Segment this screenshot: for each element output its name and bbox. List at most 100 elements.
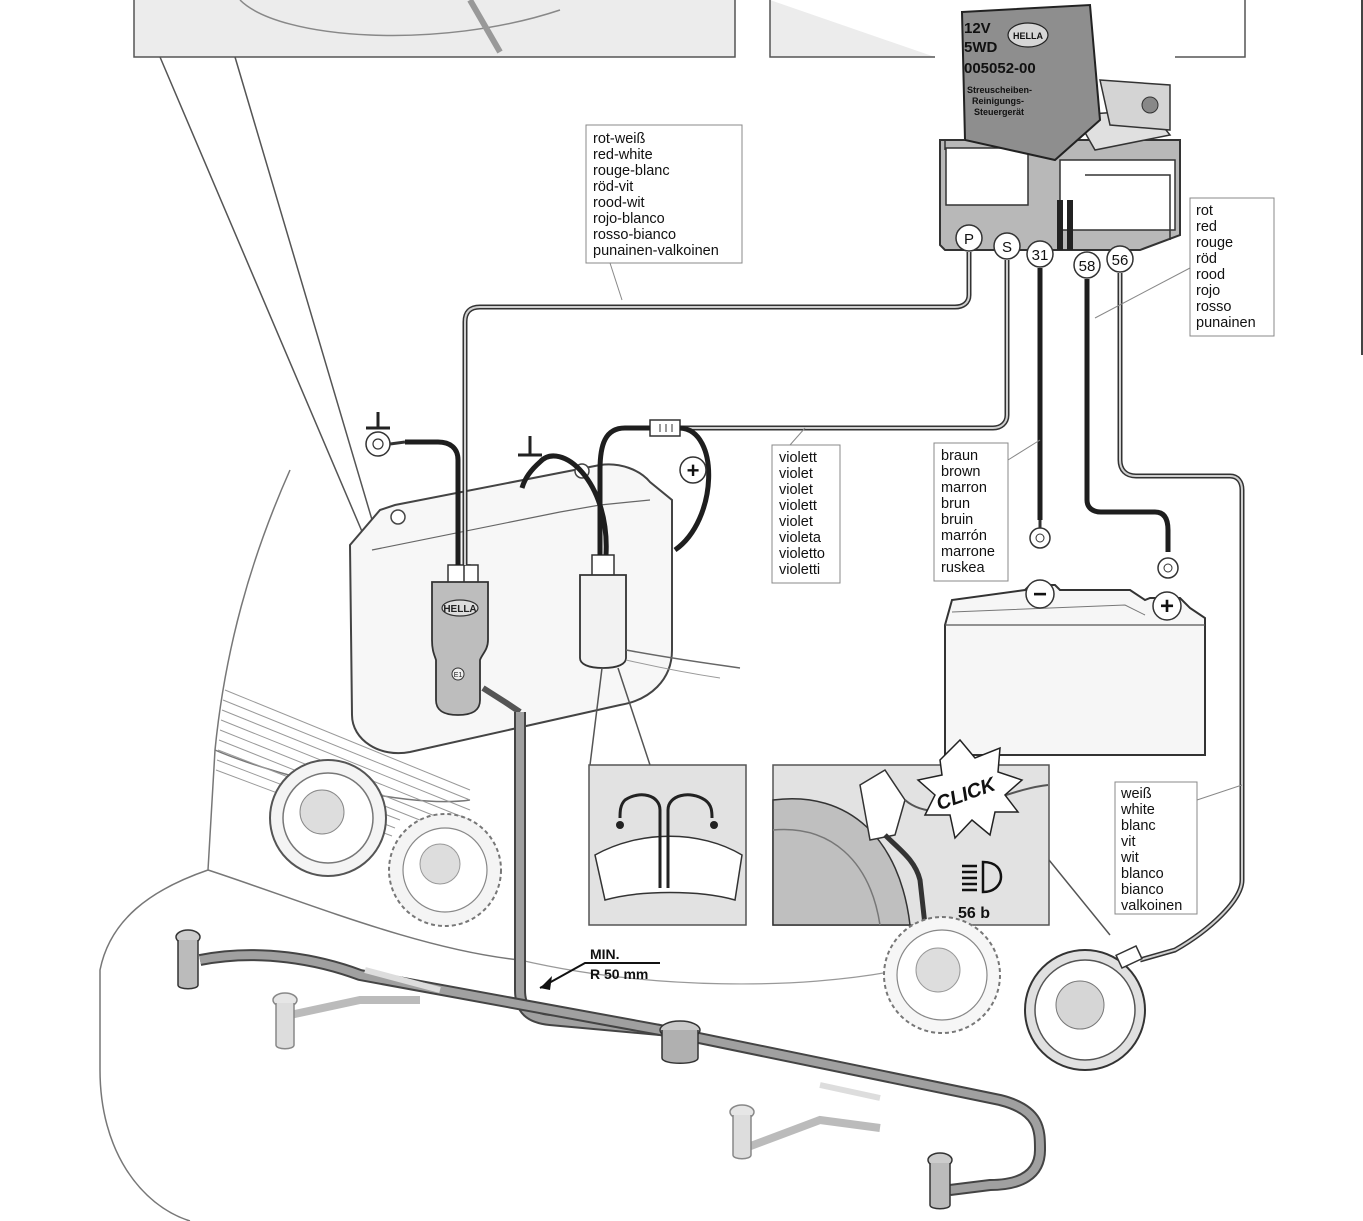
click-burst: CLICK	[916, 738, 1024, 840]
label-white-6: bianco	[1121, 882, 1164, 898]
label-white-4: wit	[1120, 850, 1139, 866]
nozzle-2	[272, 992, 298, 1050]
vehicle-body	[99, 469, 901, 1221]
label-violet-6: violetto	[779, 546, 825, 562]
terminal-s-label: S	[1002, 239, 1012, 256]
pump-mark: E1	[454, 672, 463, 679]
label-violet-7: violetti	[779, 562, 820, 578]
label-brown-6: marrone	[941, 544, 995, 560]
label-red-white-1: red-white	[593, 147, 653, 163]
level-sensor	[579, 554, 741, 679]
reservoir-plus-marker: +	[679, 456, 707, 484]
label-brown-1: brown	[941, 464, 981, 480]
label-red: rot red rouge röd rood rojo rosso punain…	[1094, 197, 1275, 337]
terminal-31: 31	[1026, 240, 1054, 268]
nozzle-4	[927, 1152, 953, 1210]
label-brown-3: brun	[941, 496, 970, 512]
relay-model: 5WD	[964, 39, 998, 56]
label-violet-2: violet	[779, 482, 813, 498]
label-white-2: blanc	[1121, 818, 1156, 834]
bend-radius-min: MIN.	[590, 946, 620, 962]
wire-violet	[597, 260, 1010, 555]
aux-lamp-dashed	[883, 916, 1001, 1034]
label-red-6: rosso	[1196, 299, 1231, 315]
battery-minus-symbol: −	[1033, 581, 1047, 608]
washer-reservoir	[348, 463, 673, 755]
label-red-white-2: rouge-blanc	[593, 163, 670, 179]
label-red-1: red	[1196, 219, 1217, 235]
wire-ground-pump	[365, 412, 461, 565]
terminal-58-label: 58	[1079, 258, 1096, 275]
light-code: 56 b	[958, 905, 990, 922]
hose-system	[175, 712, 1047, 1210]
label-white-1: white	[1120, 802, 1155, 818]
reservoir-plus-symbol: +	[687, 458, 700, 483]
terminal-56: 56	[1106, 245, 1134, 273]
relay-control-unit: HELLA 12V 5WD 005052-00 Streuscheiben- R…	[939, 3, 1181, 251]
battery-plus-terminal: +	[1152, 591, 1182, 621]
wire-red	[1084, 279, 1179, 579]
label-red-2: rouge	[1196, 235, 1233, 251]
label-red-white-5: rojo-blanco	[593, 211, 665, 227]
label-red-white-3: röd-vit	[593, 179, 633, 195]
bend-radius-value: R 50 mm	[590, 966, 648, 982]
label-red-5: rojo	[1196, 283, 1220, 299]
headlamp-left	[269, 759, 387, 877]
wire-ground-sensor	[518, 436, 609, 556]
battery: − +	[944, 579, 1206, 756]
wire-white	[1117, 273, 1245, 963]
terminal-markers: P S 31 58 56	[955, 224, 1134, 279]
relay-voltage: 12V	[964, 20, 991, 37]
label-red-4: rood	[1196, 267, 1225, 283]
label-red-white-0: rot-weiß	[593, 131, 646, 147]
label-red-3: röd	[1196, 251, 1217, 267]
label-brown-2: marron	[941, 480, 987, 496]
battery-minus-terminal: −	[1025, 579, 1055, 609]
detail-frame-left	[133, 0, 736, 556]
aux-lamp-main	[1024, 945, 1146, 1071]
label-red-white-4: rood-wit	[593, 195, 645, 211]
label-violet: violett violet violet violett violet vio…	[771, 427, 841, 584]
wire-red-white	[462, 252, 972, 565]
terminal-56-label: 56	[1112, 252, 1129, 269]
relay-part-number: 005052-00	[964, 60, 1036, 77]
terminal-p: P	[955, 224, 983, 252]
label-white: weiß white blanc vit wit blanco bianco v…	[1114, 781, 1243, 915]
label-white-7: valkoinen	[1121, 898, 1182, 914]
inset-spray-detail	[588, 667, 747, 926]
label-white-3: vit	[1121, 834, 1136, 850]
pump-brand: HELLA	[443, 604, 476, 615]
label-brown-0: braun	[941, 448, 978, 464]
label-red-white-6: rosso-bianco	[593, 227, 676, 243]
label-violet-0: violett	[779, 450, 817, 466]
label-brown-5: marrón	[941, 528, 987, 544]
washer-pump: HELLA E1	[431, 564, 522, 716]
headlamp-right	[388, 813, 502, 927]
relay-desc-1: Streuscheiben-	[967, 85, 1032, 95]
label-brown-7: ruskea	[941, 560, 985, 576]
detail-frame-right	[769, 0, 1363, 355]
relay-desc-3: Steuergerät	[974, 107, 1024, 117]
bend-radius-note: MIN. R 50 mm	[539, 946, 660, 990]
label-red-0: rot	[1196, 203, 1213, 219]
label-red-7: punainen	[1196, 315, 1256, 331]
nozzle-1	[175, 929, 201, 990]
headlamp-symbol-icon	[962, 860, 1003, 894]
terminal-s: S	[993, 232, 1021, 260]
hose-junction	[659, 1020, 701, 1064]
terminal-31-label: 31	[1032, 247, 1049, 264]
nozzle-3	[729, 1104, 755, 1160]
battery-plus-symbol: +	[1160, 593, 1174, 620]
label-white-5: blanco	[1121, 866, 1164, 882]
terminal-p-label: P	[964, 231, 974, 248]
label-violet-3: violett	[779, 498, 817, 514]
label-violet-1: violet	[779, 466, 813, 482]
label-red-white: rot-weiß red-white rouge-blanc röd-vit r…	[585, 124, 743, 301]
wire-brown	[1029, 268, 1051, 549]
label-brown-4: bruin	[941, 512, 973, 528]
terminal-58: 58	[1073, 251, 1101, 279]
label-red-white-7: punainen-valkoinen	[593, 243, 719, 259]
label-violet-5: violeta	[779, 530, 822, 546]
inset-connector-detail: CLICK 56 b	[772, 738, 1111, 936]
